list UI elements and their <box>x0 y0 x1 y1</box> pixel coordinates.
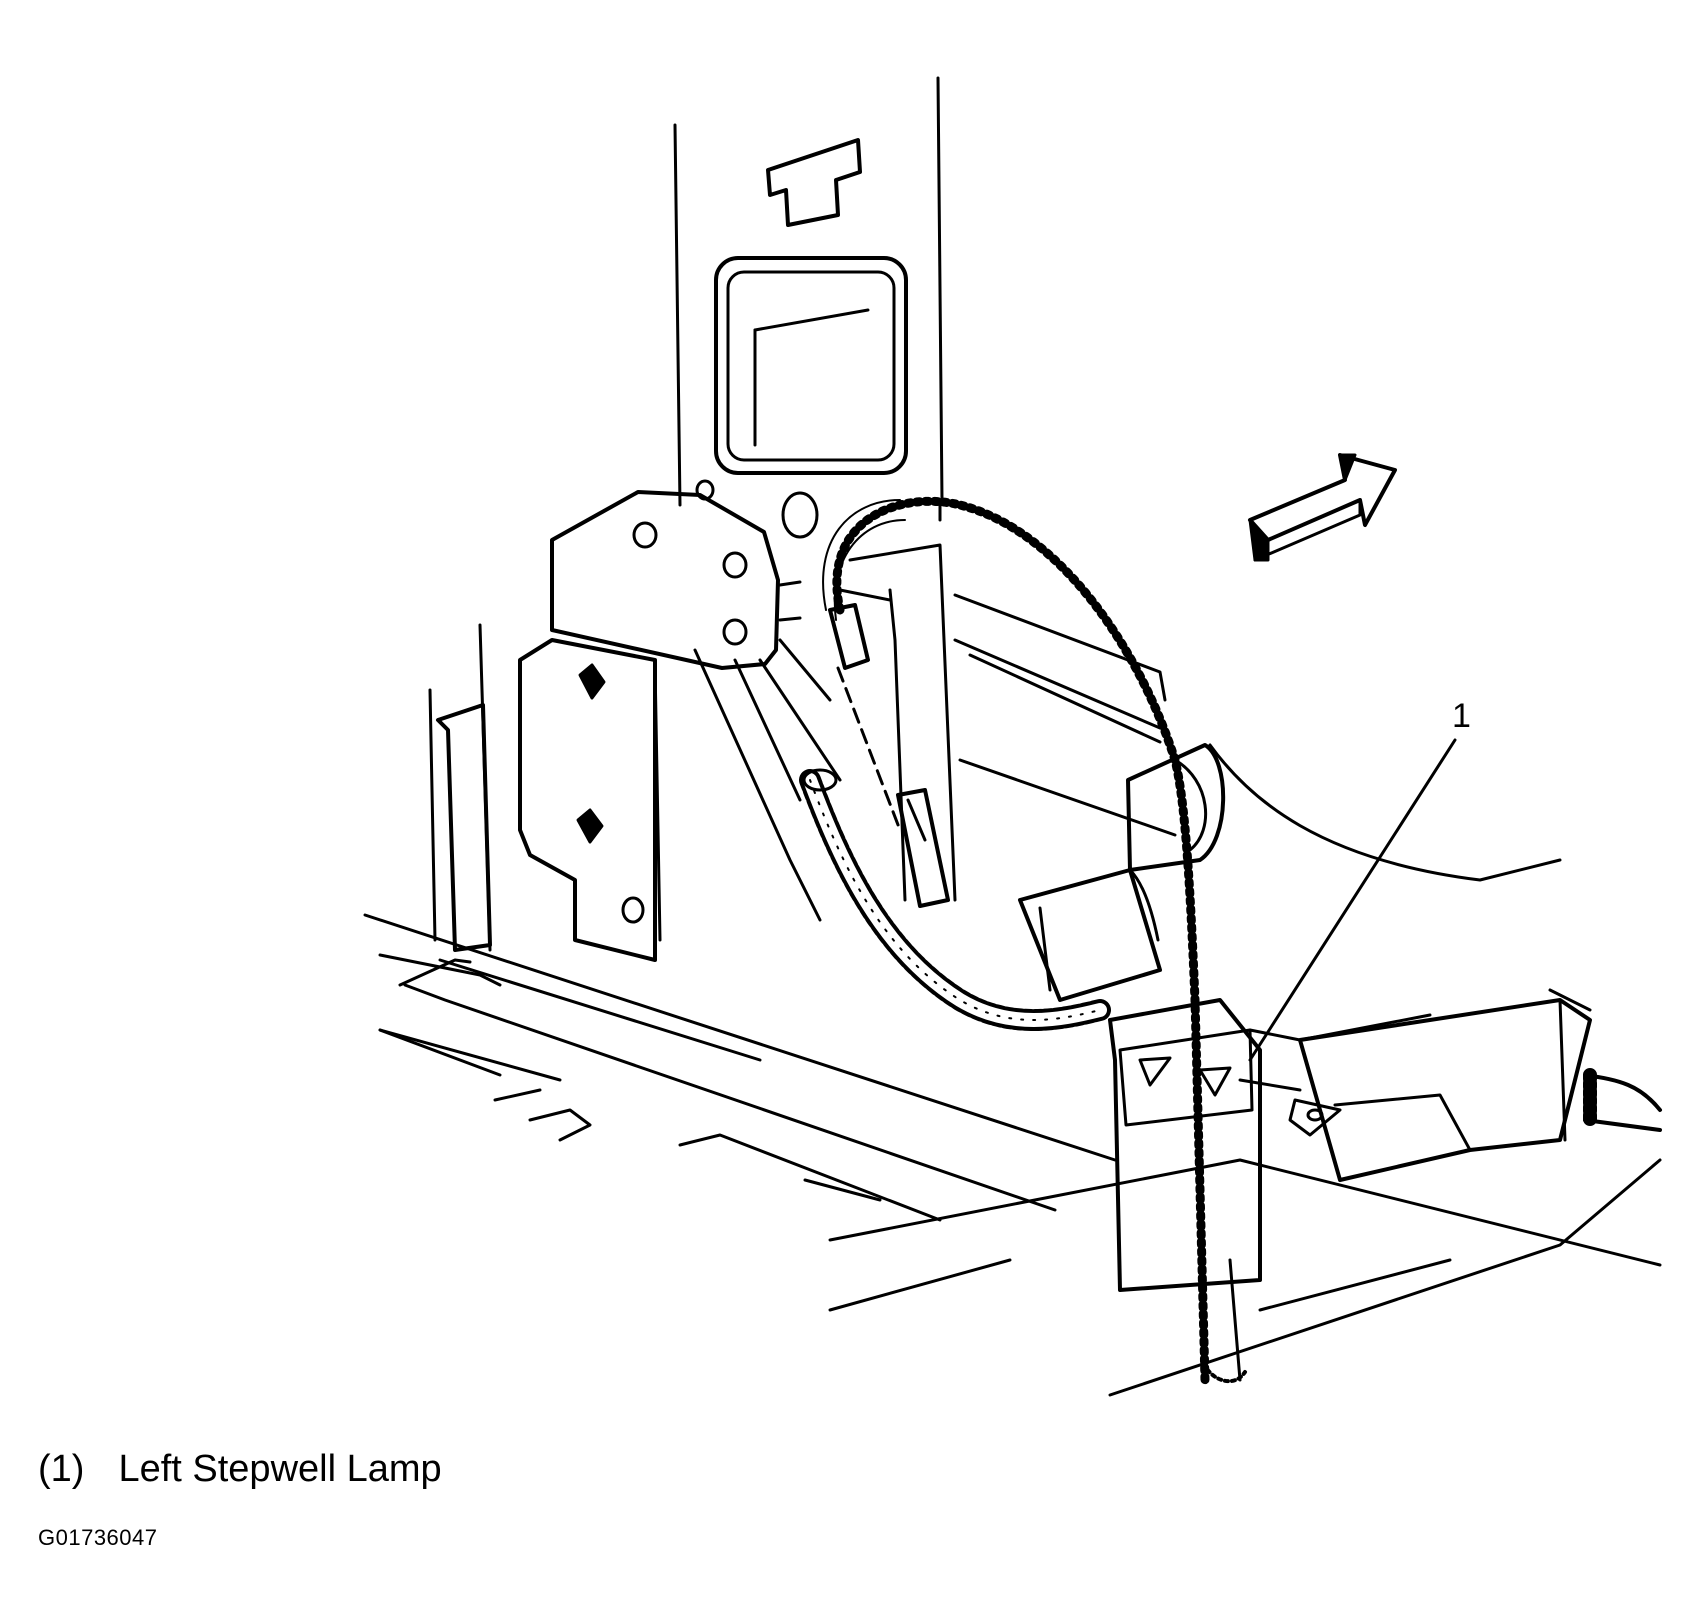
harness-strap <box>1126 743 1562 882</box>
lower-bracket <box>428 623 662 962</box>
frame-structure <box>693 543 1177 922</box>
callout-leader-line <box>1248 738 1457 1062</box>
legend-label: Left Stepwell Lamp <box>118 1448 442 1490</box>
pillar-panel <box>673 76 944 539</box>
legend: (1) Left Stepwell Lamp <box>38 1448 442 1491</box>
stepwell-lamp-diagram: 1 <box>363 76 1662 1397</box>
floor-panels <box>363 913 1662 1397</box>
stepwell-lamp <box>1108 998 1262 1384</box>
lamp-connector <box>1018 868 1162 1002</box>
forward-direction-arrow <box>1248 453 1397 562</box>
figure-id: G01736047 <box>38 1525 158 1550</box>
legend-number: (1) <box>38 1448 85 1490</box>
mounting-bracket <box>550 490 802 670</box>
corrugated-loom <box>799 768 1111 1031</box>
trim-strip <box>436 703 492 952</box>
wiring-harness <box>822 496 1210 1385</box>
side-rail <box>1238 988 1662 1182</box>
callout-number: 1 <box>1452 697 1471 735</box>
